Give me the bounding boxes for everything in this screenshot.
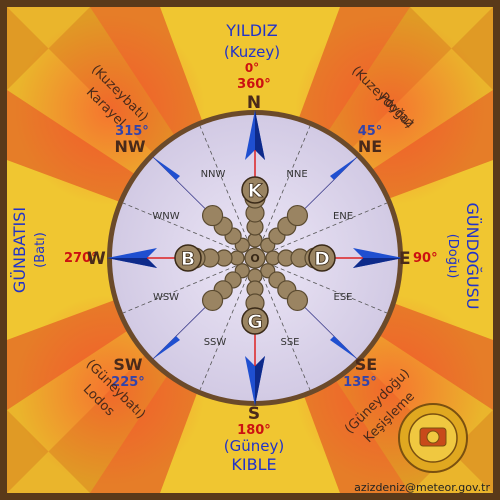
label-ene: ENE: [333, 211, 353, 222]
label-ese: ESE: [334, 292, 353, 303]
label-nne: NNE: [286, 169, 307, 180]
diagonal-needles: [153, 157, 357, 359]
north-name: YILDIZ: [225, 21, 277, 40]
sw-letter: SW: [113, 355, 143, 374]
se-deg: 135°: [343, 375, 377, 390]
north-letter: N: [247, 93, 261, 113]
north-sub: (Kuzey): [224, 43, 280, 61]
nw-deg: 315°: [115, 124, 149, 139]
se-letter: SE: [355, 355, 377, 374]
rose-letter-k: K: [248, 180, 264, 202]
west-name: GÜNBATISI: [10, 207, 29, 293]
label-wnw: WNW: [152, 211, 179, 222]
south-letter: S: [248, 404, 260, 424]
north-deg-360: 360°: [237, 77, 271, 92]
west-letter: W: [87, 249, 106, 269]
west-deg: 270°: [64, 251, 98, 266]
east-letter: E: [399, 249, 411, 269]
rose-letter-discs: [174, 176, 336, 335]
rose-center-letter: O: [250, 252, 259, 265]
label-nnw: NNW: [201, 169, 226, 180]
ne-deg: 45°: [358, 124, 383, 139]
north-deg: 0°: [245, 61, 259, 75]
compass-needles: [107, 110, 403, 406]
east-name: GÜNDOĞUSU: [463, 203, 482, 310]
west-sub: (Batı): [33, 232, 48, 268]
label-wsw: WSW: [153, 292, 179, 303]
south-sub: (Güney): [224, 437, 284, 455]
east-deg: 90°: [413, 251, 438, 266]
south-name: KIBLE: [231, 455, 276, 474]
inner-labels: NNW NNE ENE ESE SSE SSW WSW WNW: [152, 169, 353, 348]
meteorology-emblem: [398, 403, 468, 473]
footer-email: azizdeniz@meteor.gov.tr: [354, 481, 490, 494]
ne-letter: NE: [358, 137, 382, 156]
east-sub: (Doğu): [445, 234, 460, 279]
rose-letter-b: B: [181, 248, 195, 270]
rose-letter-d: D: [314, 248, 330, 270]
south-deg: 180°: [237, 423, 271, 438]
rose-letter-g: G: [247, 311, 263, 333]
nw-letter: NW: [114, 137, 145, 156]
label-ssw: SSW: [204, 337, 227, 348]
label-sse: SSE: [280, 337, 299, 348]
sw-deg: 225°: [111, 375, 145, 390]
